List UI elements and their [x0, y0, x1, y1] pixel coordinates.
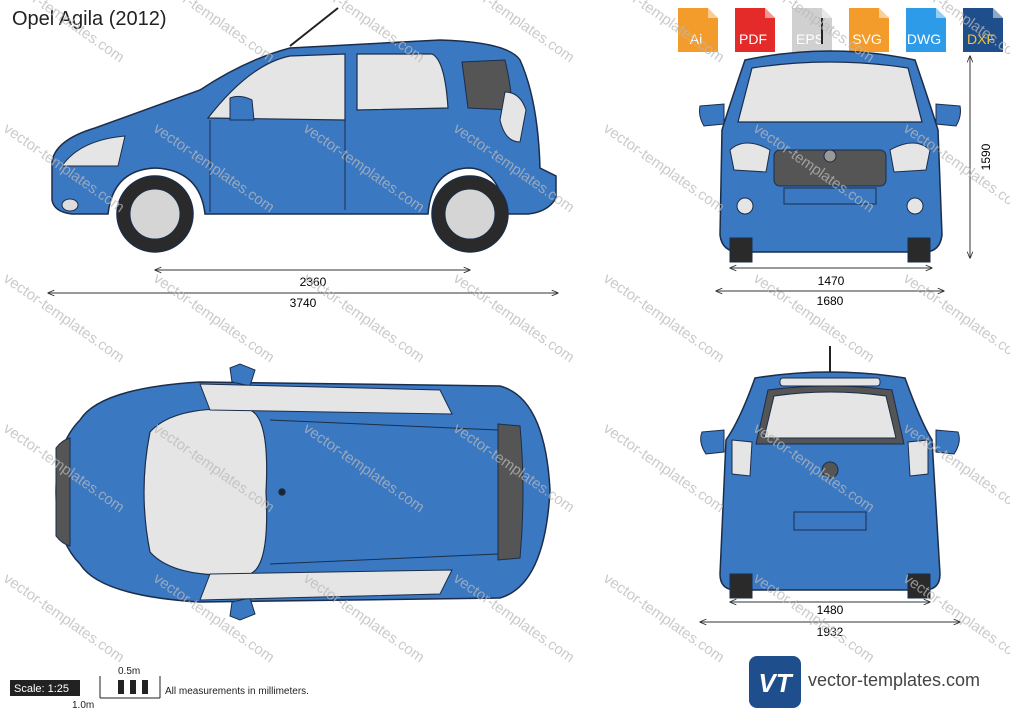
- windshield: [737, 61, 923, 123]
- rear-rim: [444, 188, 496, 240]
- rear-glass-top: [497, 423, 524, 561]
- format-pdf-button[interactable]: PDF: [727, 6, 779, 54]
- format-dxf-button[interactable]: DXF: [955, 6, 1007, 54]
- tire-right: [907, 573, 931, 599]
- side-glass-left: [199, 383, 453, 415]
- spoiler: [779, 377, 881, 387]
- rear-view: [700, 346, 960, 599]
- wheelbase-label: 2360: [300, 275, 327, 289]
- format-pdf-label: PDF: [739, 31, 767, 47]
- format-dwg-button[interactable]: DWG: [898, 6, 950, 54]
- tail-light-right: [907, 439, 929, 477]
- front-track-label: 1470: [818, 274, 845, 288]
- format-dwg-label: DWG: [906, 31, 942, 47]
- measurement-note: All measurements in millimeters.: [165, 686, 309, 697]
- grille-top: [55, 437, 71, 547]
- tire-left: [729, 573, 753, 599]
- rear-width-label: 1932: [817, 625, 844, 639]
- side-view: [51, 7, 557, 253]
- scale-full-label: 1.0m: [72, 700, 95, 711]
- mirror-right: [935, 103, 961, 127]
- fog-light: [61, 198, 79, 212]
- badge: [823, 149, 837, 163]
- length-label: 3740: [290, 296, 317, 310]
- fog-right: [906, 197, 924, 215]
- format-dxf-label: DXF: [967, 31, 995, 47]
- file-icon: [849, 8, 889, 52]
- side-mirror: [229, 95, 255, 121]
- file-icon: [735, 8, 775, 52]
- format-ai-button[interactable]: Ai: [670, 6, 722, 54]
- front-width-label: 1680: [817, 294, 844, 308]
- rear-window: [356, 53, 449, 111]
- antenna: [289, 7, 339, 47]
- headlight-left: [729, 142, 771, 173]
- file-icon: [906, 8, 946, 52]
- headlight-right: [889, 142, 931, 173]
- front-view: [699, 18, 961, 263]
- format-svg-label: SVG: [852, 31, 882, 47]
- rear-track-label: 1480: [817, 603, 844, 617]
- windshield-top: [143, 408, 268, 576]
- roof-line: [269, 419, 499, 431]
- scale-box: [10, 680, 80, 696]
- roof-line-2: [269, 553, 499, 565]
- mirror-top-right: [229, 597, 256, 621]
- brand-link[interactable]: vector-templates.com: [808, 670, 981, 690]
- side-glass-right: [199, 569, 453, 601]
- vt-logo-icon[interactable]: VT: [749, 656, 801, 708]
- headlight: [61, 135, 126, 167]
- rear-plate: [793, 511, 867, 531]
- format-ai-label: Ai: [689, 31, 703, 47]
- vt-logo-text: VT: [758, 668, 793, 698]
- file-icon: [963, 8, 1003, 52]
- format-eps-label: EPS: [795, 31, 824, 47]
- plate-area: [783, 187, 877, 205]
- front-rim: [129, 188, 181, 240]
- rear-badge: [821, 461, 839, 479]
- mirror-left: [699, 103, 725, 127]
- tire-right: [907, 237, 931, 263]
- mirror-right: [935, 429, 960, 455]
- mirror-left: [700, 429, 725, 455]
- tail-light-left: [731, 439, 753, 477]
- page-title: Opel Agila (2012): [12, 8, 167, 30]
- tail-light: [499, 91, 527, 143]
- scale-half-label: 0.5m: [118, 666, 141, 677]
- fog-left: [736, 197, 754, 215]
- height-label: 1590: [979, 143, 993, 170]
- rear-glass: [763, 391, 897, 439]
- mirror-top-left: [229, 363, 256, 387]
- tire-left: [729, 237, 753, 263]
- scale-label: Scale: 1:25: [14, 683, 70, 695]
- scale-bar: [99, 676, 161, 699]
- car-body-top: [55, 381, 551, 603]
- file-icon: [678, 8, 718, 52]
- top-view: [55, 363, 551, 621]
- format-svg-button[interactable]: SVG: [841, 6, 893, 54]
- antenna-base: [278, 488, 286, 496]
